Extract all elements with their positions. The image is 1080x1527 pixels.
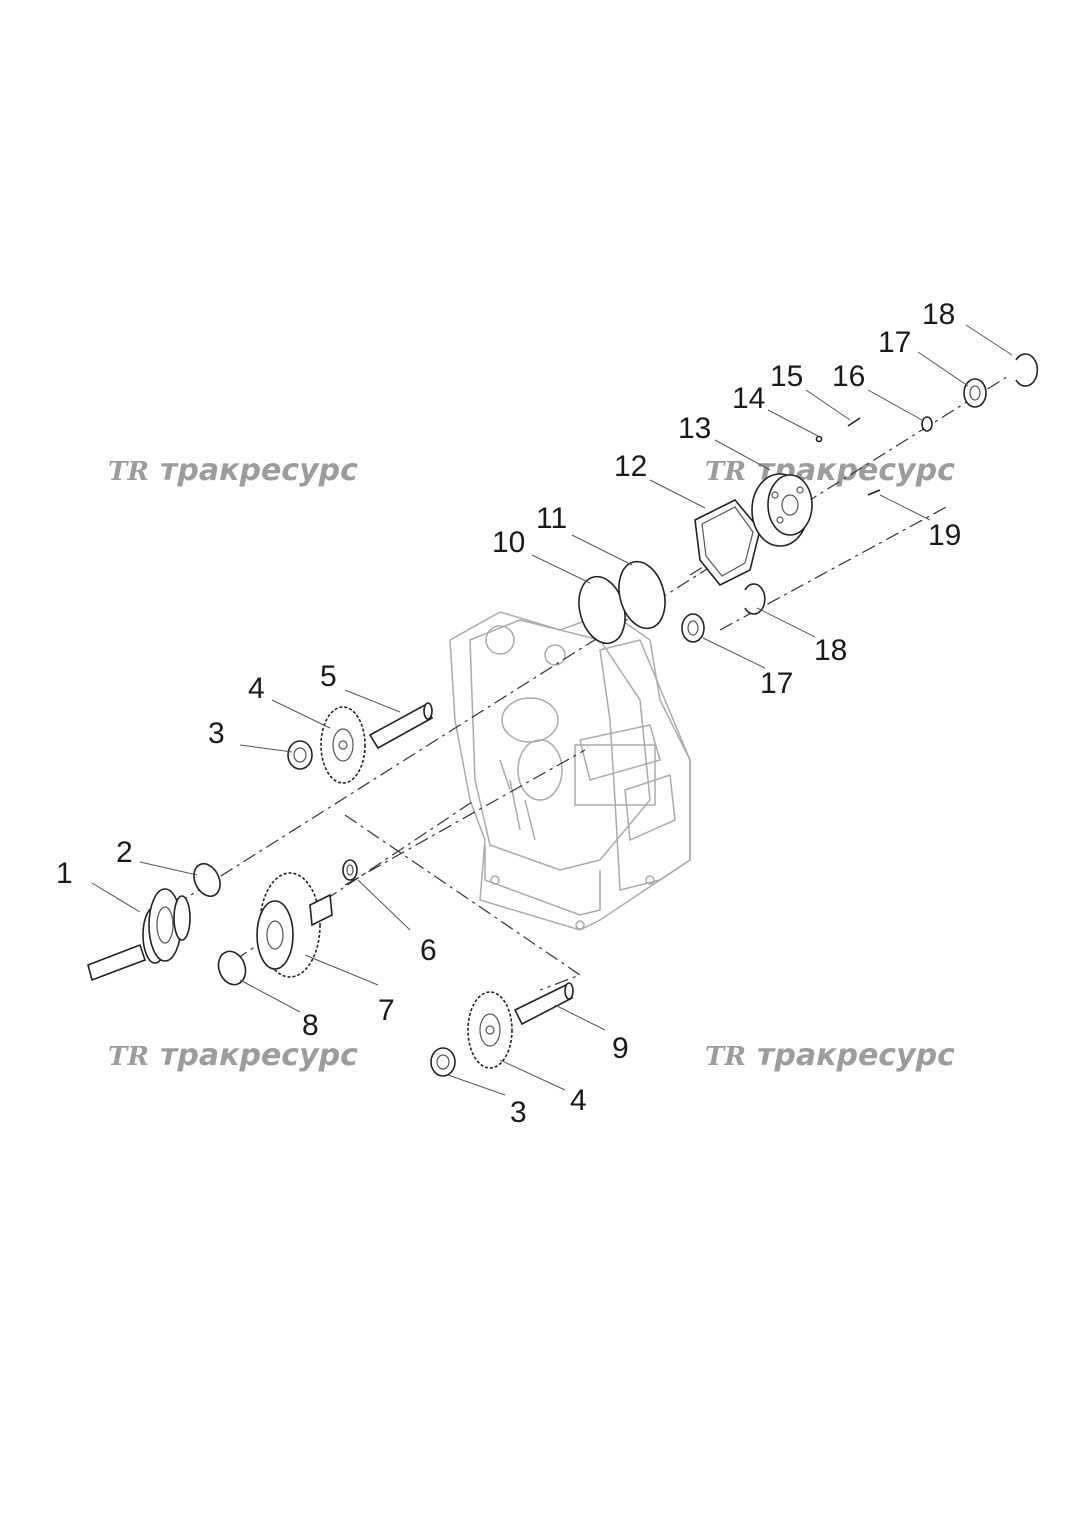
watermark-top-left: TR тракресурс [108,453,358,488]
part-12-gasket [694,499,761,587]
callout-13: 13 [678,412,711,445]
part-18-circlip [744,583,766,615]
part-3-bearing [287,740,313,770]
part-11-seal-ring [618,560,666,630]
leader-lines [91,324,1013,1096]
watermark-logo: TR [705,457,746,487]
callout-8: 8 [302,1009,319,1042]
part-4-gear [467,991,513,1069]
callout-18: 18 [814,634,847,667]
watermark-top-right: TR тракресурс [705,453,955,488]
callout-18: 18 [922,298,955,331]
part-2-o-ring [193,862,221,898]
callout-12: 12 [614,450,647,483]
callout-17: 17 [760,667,793,700]
part-16-snap-ring [921,416,933,432]
callout-1: 1 [56,857,73,890]
watermark-bottom-right: TR тракресурс [705,1038,955,1073]
part-6-needle-bearing [342,859,358,881]
callout-4: 4 [570,1084,587,1117]
transmission-housing [449,611,691,931]
callout-11: 11 [536,502,567,535]
part-17-bearing [681,613,705,643]
part-13-pump-cover [751,473,813,547]
part-19-pin [867,489,881,496]
watermark-text: тракресурс [160,453,358,488]
callout-15: 15 [770,360,803,393]
part-1-gear-shaft [87,888,191,982]
watermark-logo: TR [108,457,149,487]
part-3-bearing [430,1047,456,1077]
callout-9: 9 [612,1032,629,1065]
part-7-clutch-gear [256,872,333,978]
part-8-o-ring [217,950,247,986]
callout-6: 6 [420,934,437,967]
callout-10: 10 [492,526,525,559]
part-17-bearing [963,378,987,408]
callout-7: 7 [378,994,395,1027]
callout-19: 19 [928,519,961,552]
callout-2: 2 [116,836,133,869]
callout-5: 5 [320,660,337,693]
part-4-gear [320,706,366,784]
part-9-shaft [513,982,574,1026]
watermark-logo: TR [108,1042,149,1072]
part-18-circlip [1015,353,1039,387]
callout-3: 3 [510,1096,527,1129]
callout-16: 16 [832,360,865,393]
callout-3: 3 [208,717,225,750]
callout-4: 4 [248,672,265,705]
watermark-logo: TR [705,1042,746,1072]
watermark-bottom-left: TR тракресурс [108,1038,358,1073]
callout-17: 17 [878,326,911,359]
watermark-text: тракресурс [160,1038,358,1073]
part-15-pin [847,417,861,427]
part-14-ball [815,435,823,443]
part-5-shaft [368,702,434,750]
watermark-text: тракресурс [757,1038,955,1073]
callout-14: 14 [732,382,765,415]
